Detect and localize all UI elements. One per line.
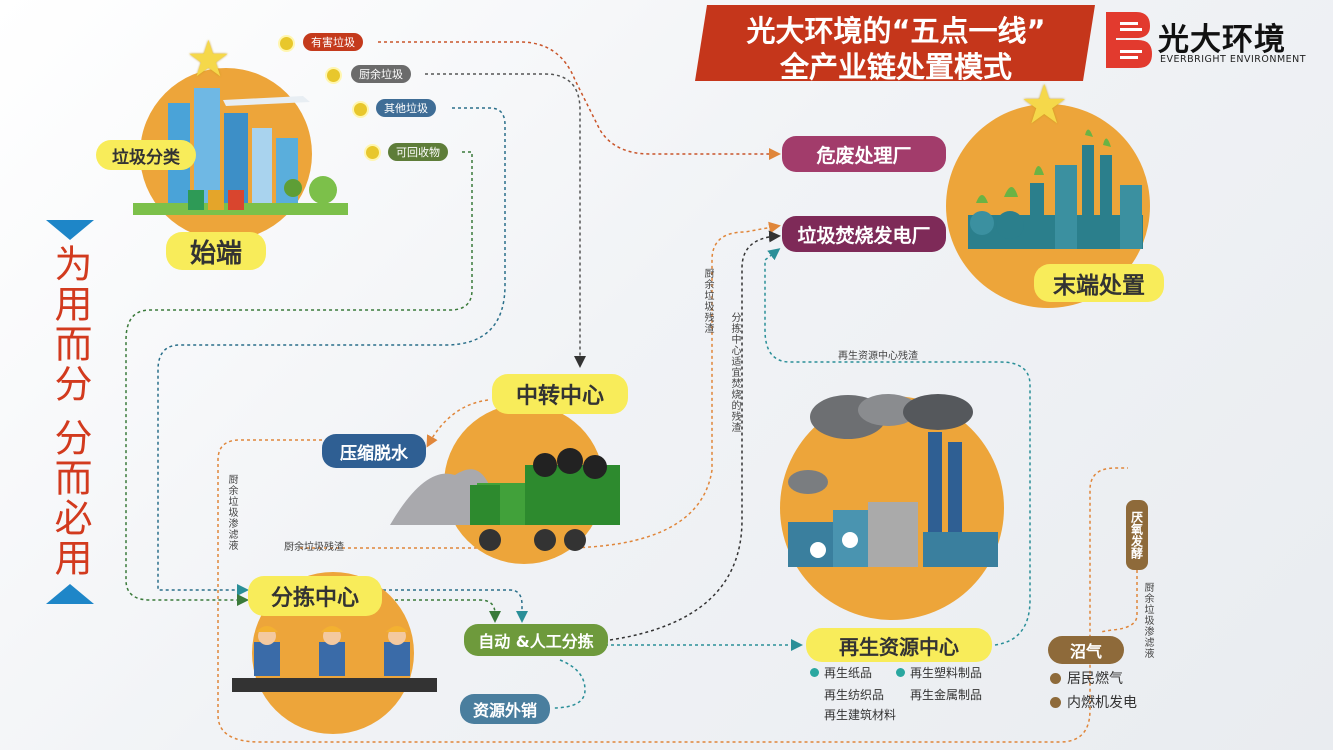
product-plastic: 再生塑料制品 — [896, 664, 982, 681]
title-line-2: 全产业链处置模式 — [779, 50, 1012, 84]
product-paper: 再生纸品 — [810, 664, 872, 681]
biogas-use-residential-label: 居民燃气 — [1067, 671, 1123, 687]
biogas-use-generation-bullet-icon — [1050, 696, 1061, 708]
biogas-use-residential-bullet-icon — [1050, 672, 1061, 684]
flow-export — [551, 659, 586, 709]
flow-biogas — [1099, 570, 1138, 633]
label-recycle-residue: 再生资源中心残渣 — [838, 351, 918, 362]
start-label: 垃圾分类 — [96, 140, 196, 170]
product-plastic-label: 再生塑料制品 — [910, 666, 983, 680]
start-star-icon: ★ — [186, 30, 231, 88]
label-sorting-residue: 分拣中心适宜焚烧的残渣 — [729, 312, 740, 433]
flow-kitchen — [425, 73, 586, 368]
biogas-use-generation-label: 内燃机发电 — [1067, 695, 1137, 711]
waste-other: 其他垃圾 — [376, 99, 436, 117]
start-badge: 始端 — [166, 232, 266, 270]
flow-hazardous — [378, 41, 781, 160]
title-banner — [695, 5, 1095, 81]
waste-dot-hazardous — [278, 35, 295, 52]
end-star-icon: ★ — [1020, 73, 1069, 136]
anaerobic-label: 厌氧发酵 — [1126, 500, 1148, 570]
product-building-label: 再生建筑材料 — [824, 708, 897, 722]
product-building: 再生建筑材料 — [824, 706, 896, 723]
slogan-bottom-triangle-icon — [46, 584, 94, 604]
incineration-plant: 垃圾焚烧发电厂 — [782, 216, 946, 252]
compress-dewater: 压缩脱水 — [322, 434, 426, 468]
biogas-label: 沼气 — [1048, 636, 1124, 664]
factory-illustration-icon — [968, 129, 1143, 249]
flow-auto-sort — [365, 599, 501, 623]
city-illustration-icon — [133, 88, 348, 215]
waste-dot-kitchen — [325, 67, 342, 84]
logo-subtitle: EVERBRIGHT ENVIRONMENT — [1160, 54, 1307, 65]
waste-kitchen: 厨余垃圾 — [351, 65, 411, 83]
transfer-badge: 中转中心 — [492, 374, 628, 414]
recycle-badge: 再生资源中心 — [806, 628, 992, 662]
logo-mark-icon — [1106, 10, 1152, 70]
flow-other — [157, 107, 506, 596]
biogas-use-generation: 内燃机发电 — [1050, 692, 1137, 712]
logo-name: 光大环境 — [1158, 22, 1286, 58]
waste-hazardous: 有害垃圾 — [303, 33, 363, 51]
label-kitchen-residue-horizontal: 厨余垃圾残渣 — [284, 542, 344, 553]
product-paper-bullet-icon — [810, 668, 819, 677]
label-kitchen-residue-vertical: 厨余垃圾残渣 — [702, 268, 713, 334]
flow-recycle-residue — [764, 248, 1031, 646]
hazardous-plant: 危废处理厂 — [782, 136, 946, 172]
sorting-badge: 分拣中心 — [248, 576, 382, 616]
flow-auto-sort-2 — [365, 589, 528, 623]
flow-sorting-residue — [609, 230, 781, 641]
sorting-workers-icon — [232, 626, 437, 692]
end-badge: 末端处置 — [1034, 264, 1164, 302]
label-leachate-left: 厨余垃圾渗滤液 — [226, 474, 237, 551]
biogas-use-residential: 居民燃气 — [1050, 668, 1123, 688]
power-plant-icon — [788, 394, 998, 567]
title-line-1: 光大环境的“五点一线” — [746, 14, 1046, 48]
flow-compress — [426, 399, 489, 448]
flow-recyclable — [125, 151, 473, 606]
product-metal: 再生金属制品 — [910, 686, 982, 703]
side-slogan: 为用而分 分而必用 — [48, 244, 92, 579]
garbage-truck-icon — [390, 448, 620, 551]
auto-manual-sorting: 自动 &人工分拣 — [464, 624, 608, 656]
product-paper-label: 再生纸品 — [824, 666, 873, 680]
resource-export: 资源外销 — [460, 694, 550, 724]
flow-kitchen-residue — [300, 221, 781, 549]
waste-recyclable: 可回收物 — [388, 143, 448, 161]
product-textile: 再生纺织品 — [824, 686, 884, 703]
product-plastic-bullet-icon — [896, 668, 905, 677]
waste-dot-recyclable — [364, 144, 381, 161]
waste-dot-other — [352, 101, 369, 118]
label-leachate-right: 厨余垃圾渗滤液 — [1142, 582, 1153, 659]
slogan-top-triangle-icon — [46, 220, 94, 240]
product-textile-label: 再生纺织品 — [824, 688, 885, 702]
product-metal-label: 再生金属制品 — [910, 688, 983, 702]
